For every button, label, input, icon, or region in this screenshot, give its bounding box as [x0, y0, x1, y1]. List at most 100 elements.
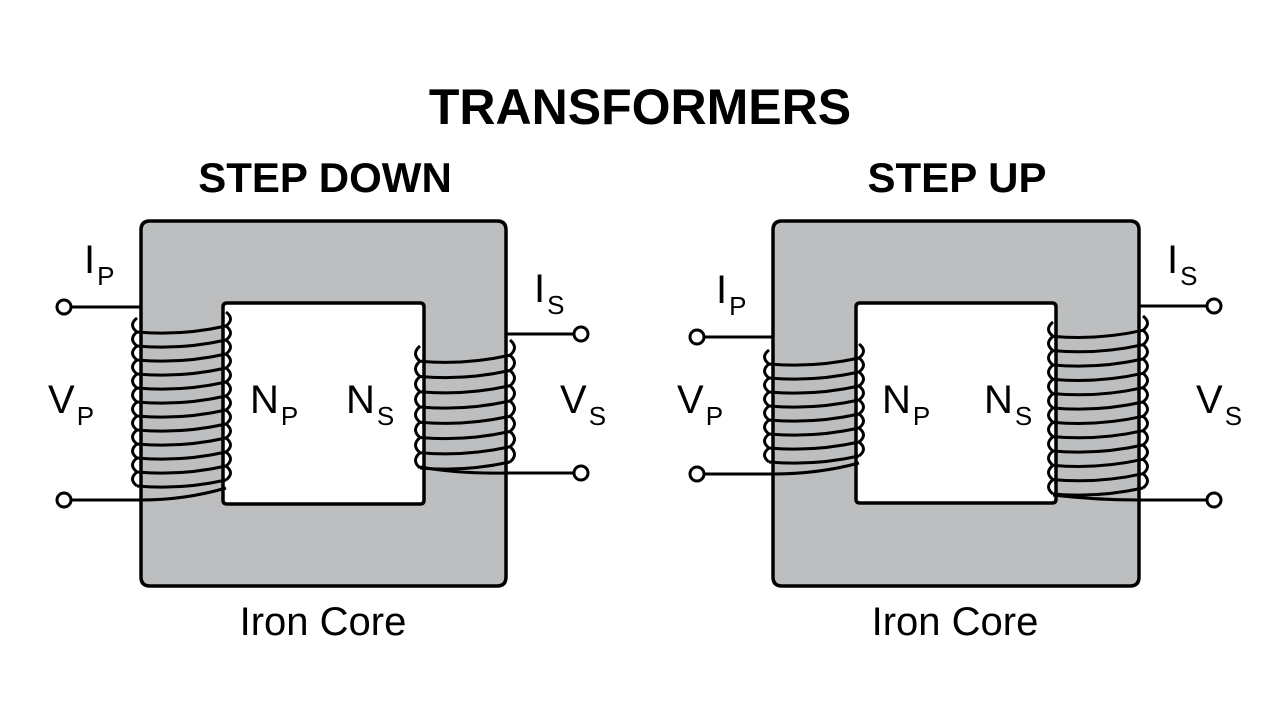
coil-turn [1052, 457, 1144, 468]
step-down-heading: STEP DOWN [198, 154, 452, 201]
coil-loop-left [1047, 363, 1054, 381]
step-down-transformer: STEP DOWN IP VP NP NS IS VS Iron Core [48, 154, 606, 644]
step-down-ns-label: NS [346, 378, 394, 431]
coil-loop-left [414, 436, 422, 454]
coil-turn [136, 352, 227, 363]
coil-loop-left [131, 470, 138, 488]
coil-loop-left [131, 442, 138, 460]
coil-loop-left [763, 432, 770, 450]
coil-loop-left [131, 400, 138, 418]
coil-turn [768, 426, 860, 437]
coil-turn [1052, 328, 1144, 339]
coil-turn [419, 353, 511, 364]
coil-loop-right [508, 415, 516, 433]
coil-turn [768, 398, 860, 409]
coil-loop-left [414, 405, 422, 424]
coil-turn [419, 369, 511, 380]
coil-turn [136, 394, 227, 405]
coil-loop-right [225, 338, 232, 356]
step-down-primary-bottom-wire [70, 486, 227, 502]
coil-loop-left [763, 348, 770, 366]
coil-loop-right [508, 445, 516, 464]
coil-loop-right [1142, 415, 1149, 432]
coil-loop-right [858, 342, 865, 360]
coil-loop-right [858, 426, 865, 444]
coil-loop-left [131, 428, 138, 446]
coil-loop-left [1047, 464, 1054, 481]
coil-loop-left [131, 316, 138, 334]
coil-loop-left [414, 344, 422, 363]
coil-loop-right [1142, 458, 1149, 475]
coil-turn [1052, 472, 1144, 483]
coil-loop-right [1142, 314, 1149, 332]
step-up-core-label: Iron Core [872, 600, 1039, 644]
coil-loop-left [131, 344, 138, 362]
step-up-transformer: STEP UP IP VP NP NS IS VS Iron Core [677, 154, 1242, 644]
coil-loop-right [225, 324, 232, 342]
step-down-np-label: NP [250, 378, 298, 431]
coil-turn [1052, 414, 1144, 425]
coil-loop-right [858, 356, 865, 374]
coil-turn [136, 464, 227, 475]
coil-loop-left [1047, 349, 1054, 367]
coil-loop-right [225, 436, 232, 454]
coil-loop-right [858, 398, 865, 416]
coil-loop-left [1047, 435, 1054, 453]
coil-loop-right [508, 430, 516, 448]
coil-loop-right [858, 370, 865, 388]
step-down-secondary-coil [414, 338, 516, 471]
coil-loop-left [763, 376, 770, 394]
coil-loop-right [225, 366, 232, 384]
coil-loop-right [1142, 357, 1149, 375]
coil-loop-right [508, 369, 516, 387]
coil-loop-right [508, 384, 516, 403]
coil-loop-left [414, 360, 422, 378]
coil-loop-left [1047, 421, 1054, 438]
coil-loop-left [414, 421, 422, 439]
coil-turn [1052, 386, 1144, 397]
step-down-primary-coil [131, 310, 232, 489]
step-down-ip-label: IP [84, 238, 114, 291]
coil-turn [419, 399, 511, 410]
coil-loop-left [131, 386, 138, 404]
step-up-secondary-coil [1047, 314, 1149, 497]
step-down-primary-bottom-terminal [55, 491, 73, 509]
step-down-secondary-top-terminal [572, 325, 590, 343]
step-up-primary-top-terminal [688, 328, 706, 346]
coil-loop-left [131, 414, 138, 432]
coil-loop-left [131, 358, 138, 376]
step-down-primary-top-terminal [55, 298, 73, 316]
coil-turn [419, 430, 511, 441]
step-up-iron-core [771, 219, 1141, 588]
coil-turn [1052, 429, 1144, 440]
coil-turn [136, 422, 227, 433]
coil-loop-right [1142, 443, 1149, 461]
coil-loop-right [225, 464, 232, 482]
coil-turn [1052, 371, 1144, 382]
step-down-is-label: IS [534, 267, 564, 320]
coil-turn [136, 436, 227, 447]
coil-loop-left [1047, 335, 1054, 352]
coil-turn [768, 356, 860, 367]
coil-loop-right [225, 310, 232, 328]
coil-loop-left [763, 446, 770, 464]
diagram-title: TRANSFORMERS [429, 79, 851, 135]
coil-loop-right [225, 380, 232, 398]
coil-turn [136, 408, 227, 419]
coil-turn [136, 380, 227, 391]
coil-turn [136, 366, 227, 377]
coil-loop-left [131, 456, 138, 474]
coil-loop-left [1047, 478, 1054, 496]
coil-loop-right [508, 338, 516, 357]
step-down-iron-core [139, 219, 508, 588]
coil-turn [419, 445, 511, 456]
coil-loop-right [225, 408, 232, 426]
step-up-vp-label: VP [677, 378, 723, 431]
coil-loop-left [763, 362, 770, 380]
coil-loop-left [131, 372, 138, 390]
coil-loop-right [225, 422, 232, 440]
coil-turn [1052, 343, 1144, 354]
coil-turn [1052, 400, 1144, 411]
coil-loop-left [414, 375, 422, 393]
